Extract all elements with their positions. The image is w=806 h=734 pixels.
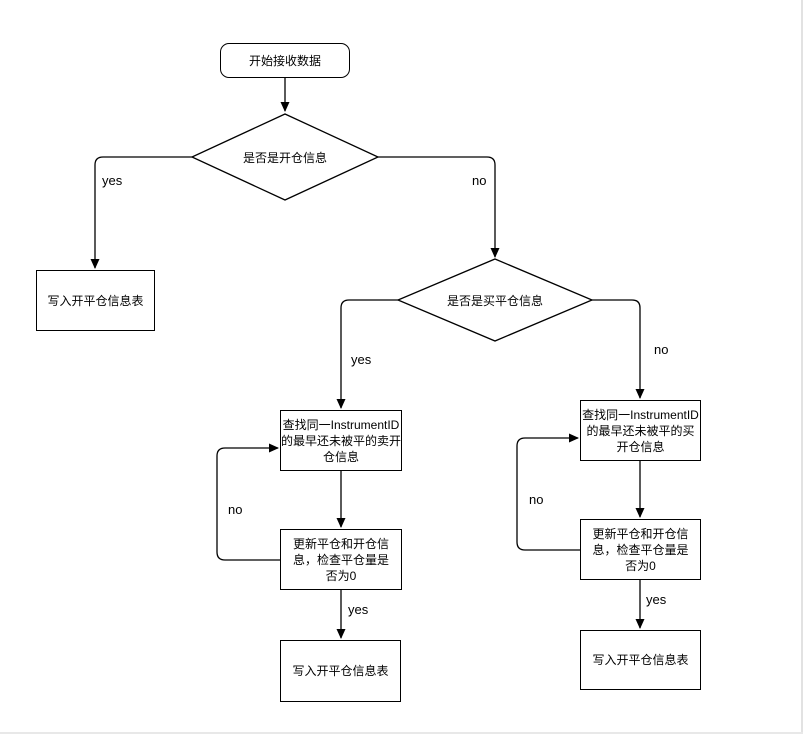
node-update-check-mid-label: 更新平仓和开仓信息，检查平仓量是否为0 xyxy=(292,536,389,583)
edge-decision2-no xyxy=(592,299,645,399)
node-write-table-right-label: 写入开平仓信息表 xyxy=(592,653,689,667)
edge-label-decision1-yes: yes xyxy=(101,173,124,188)
node-start-label: 开始接收数据 xyxy=(248,53,321,68)
edge-label-right-loop-no: no xyxy=(528,492,545,507)
node-find-buy-open: 查找同一InstrumentID的最早还未被平的买开仓信息 xyxy=(580,400,701,461)
page-boundary-right xyxy=(801,0,803,734)
node-write-table-mid: 写入开平仓信息表 xyxy=(280,640,401,702)
edge-decision1-yes xyxy=(90,156,192,269)
node-start: 开始接收数据 xyxy=(220,43,350,78)
node-find-buy-open-label: 查找同一InstrumentID的最早还未被平的买开仓信息 xyxy=(582,407,699,454)
node-update-check-mid: 更新平仓和开仓信息，检查平仓量是否为0 xyxy=(280,529,402,590)
edge-update-mid-loop-no xyxy=(216,443,280,561)
edge-label-decision1-no: no xyxy=(471,173,488,188)
node-update-check-right-label: 更新平仓和开仓信息，检查平仓量是否为0 xyxy=(592,526,689,573)
edge-label-decision2-no: no xyxy=(653,342,670,357)
edge-decision2-yes xyxy=(336,299,398,409)
edge-label-mid-loop-no: no xyxy=(227,502,244,517)
edge-label-mid-done-yes: yes xyxy=(347,602,370,617)
edge-label-right-done-yes: yes xyxy=(645,592,668,607)
node-update-check-right: 更新平仓和开仓信息，检查平仓量是否为0 xyxy=(580,519,701,580)
node-write-table-mid-label: 写入开平仓信息表 xyxy=(292,664,389,678)
edge-decision1-no xyxy=(378,156,500,258)
page-boundary-bottom xyxy=(0,732,803,734)
node-write-table-right: 写入开平仓信息表 xyxy=(580,630,701,690)
edge-update-right-loop-no xyxy=(516,433,580,551)
node-find-sell-open: 查找同一InstrumentID的最早还未被平的卖开仓信息 xyxy=(280,410,402,471)
node-write-table-left: 写入开平仓信息表 xyxy=(36,270,155,331)
decision-is-open-shape xyxy=(190,113,380,201)
node-find-sell-open-label: 查找同一InstrumentID的最早还未被平的卖开仓信息 xyxy=(281,417,402,464)
node-write-table-left-label: 写入开平仓信息表 xyxy=(47,293,144,308)
edge-label-decision2-yes: yes xyxy=(350,352,373,367)
decision-is-buy-close-shape xyxy=(396,258,594,342)
